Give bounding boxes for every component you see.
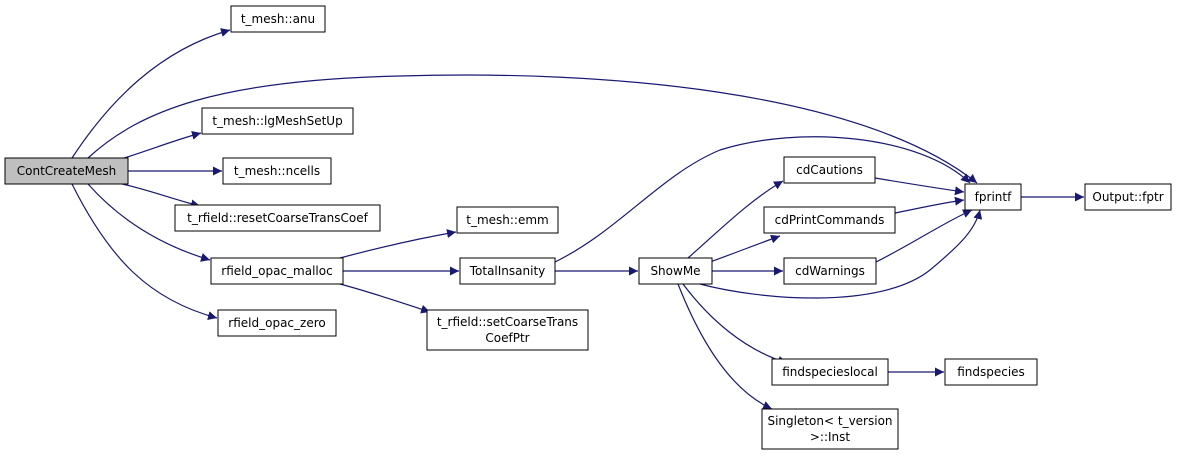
edge-contcreatemesh-anu [71, 28, 231, 159]
edge-showme-cdprintcommands [709, 234, 781, 263]
node-singleton-t-version-inst[interactable]: Singleton< t_version >::Inst [761, 408, 899, 450]
node-label: findspecieslocal [782, 365, 878, 379]
node-t-rfield-resetcoarsetranscoef[interactable]: t_rfield::resetCoarseTransCoef [174, 204, 381, 232]
node-label: fprintf [975, 190, 1012, 204]
node-label: t_mesh::ncells [234, 164, 320, 178]
node-label-line1: t_rfield::setCoarseTrans [437, 315, 578, 329]
node-show-me[interactable]: ShowMe [638, 257, 713, 285]
node-label: t_mesh::anu [241, 12, 315, 26]
node-cd-cautions[interactable]: cdCautions [783, 156, 876, 184]
node-label: TotalInsanity [469, 264, 546, 278]
node-label: t_rfield::resetCoarseTransCoef [187, 211, 368, 225]
node-label: rfield_opac_zero [228, 316, 325, 330]
node-rfield-opac-zero[interactable]: rfield_opac_zero [217, 309, 337, 337]
node-t-mesh-lgmeshsetup[interactable]: t_mesh::lgMeshSetUp [201, 107, 354, 135]
node-t-rfield-setcoarsetranscoefptr[interactable]: t_rfield::setCoarseTrans CoefPtr [426, 309, 589, 351]
node-label: cdWarnings [795, 264, 865, 278]
node-cd-print-commands[interactable]: cdPrintCommands [763, 206, 896, 234]
edge-contcreatemesh-opacmalloc [87, 183, 211, 262]
node-label: t_mesh::lgMeshSetUp [212, 114, 342, 128]
edge-cdprintcommands-fprintf [894, 196, 965, 214]
node-label-line1: Singleton< t_version [767, 414, 892, 428]
edge-totalinsanity-fprintf [554, 136, 971, 263]
node-label-line2: >::Inst [810, 430, 851, 444]
edge-showme-cdcautions [687, 180, 784, 259]
edge-opacmalloc-emm [339, 229, 457, 259]
node-label: cdCautions [796, 163, 863, 177]
edge-contcreatemesh-opaczero [71, 183, 218, 321]
node-cont-create-mesh[interactable]: ContCreateMesh [4, 157, 129, 185]
edge-cdcautions-fprintf [874, 177, 965, 196]
edge-contcreatemesh-fprintf [87, 74, 978, 184]
edge-opacmalloc-setcoarse [339, 283, 431, 314]
node-label-line2: CoefPtr [485, 331, 529, 345]
node-label: t_mesh::emm [466, 213, 548, 227]
node-t-mesh-anu[interactable]: t_mesh::anu [230, 5, 326, 33]
edge-showme-findspecieslocal [682, 283, 788, 365]
node-t-mesh-emm[interactable]: t_mesh::emm [456, 206, 559, 234]
node-label: ContCreateMesh [17, 164, 117, 178]
node-label: ShowMe [650, 264, 700, 278]
edges [71, 28, 1084, 410]
node-label: cdPrintCommands [775, 213, 885, 227]
node-output-fptr[interactable]: Output::fptr [1084, 183, 1172, 211]
node-label: findspecies [957, 365, 1025, 379]
edge-showme-singleton [677, 283, 773, 410]
node-findspecieslocal[interactable]: findspecieslocal [771, 358, 889, 386]
node-t-mesh-ncells[interactable]: t_mesh::ncells [222, 157, 332, 185]
node-total-insanity[interactable]: TotalInsanity [459, 257, 556, 285]
edge-contcreatemesh-lgmeshsetup [117, 130, 202, 161]
node-label: Output::fptr [1092, 190, 1163, 204]
node-label: rfield_opac_malloc [221, 264, 332, 278]
edge-cdwarnings-fprintf [875, 209, 973, 263]
node-fprintf[interactable]: fprintf [964, 183, 1022, 211]
nodes: ContCreateMesh t_mesh::anu t_mesh::lgMes… [4, 5, 1172, 450]
node-cd-warnings[interactable]: cdWarnings [783, 257, 877, 285]
node-rfield-opac-malloc[interactable]: rfield_opac_malloc [210, 257, 344, 285]
node-findspecies[interactable]: findspecies [944, 358, 1038, 386]
edge-contcreatemesh-resetcoarse [117, 182, 201, 209]
edge-showme-fprintf [699, 209, 983, 299]
